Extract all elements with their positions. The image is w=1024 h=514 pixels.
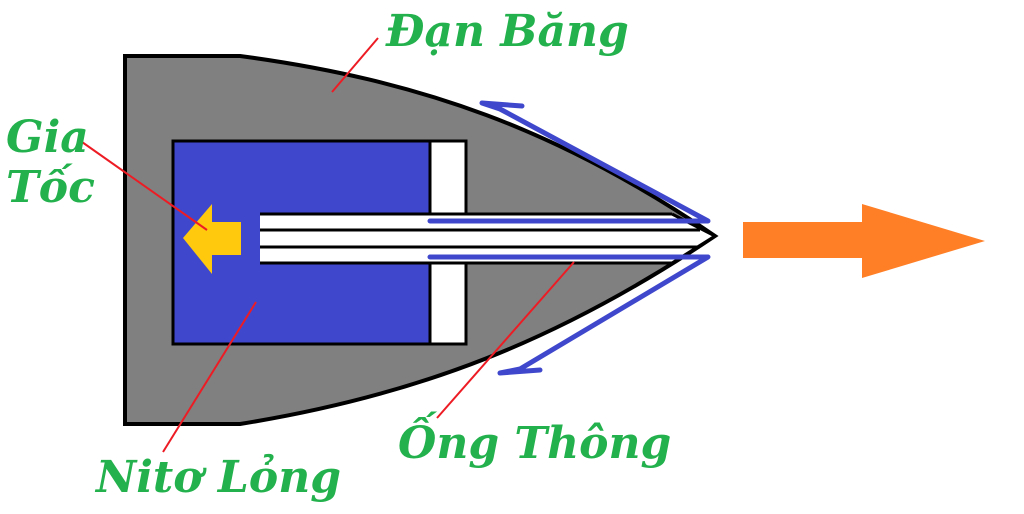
- lower-flow-arrow: [427, 254, 711, 376]
- vent-tube: [260, 214, 715, 263]
- label-vent-tube: Ống Thông: [398, 410, 671, 469]
- label-liquid-nitrogen: Nitơ Lỏng: [94, 452, 341, 503]
- leader-line-nitrogen: [162, 301, 257, 453]
- leader-lines: [81, 37, 575, 453]
- upper-flow-arrow: [427, 100, 711, 224]
- acceleration-arrow: [183, 204, 241, 274]
- bullet-motion-arrow: [743, 204, 985, 278]
- label-acceleration-line1: Gia: [6, 112, 89, 163]
- leader-line-vent-tube: [436, 261, 575, 419]
- labels: Đạn Băng Gia Tốc Nitơ Lỏng Ống Thông: [6, 6, 671, 503]
- label-acceleration-line2: Tốc: [6, 162, 95, 213]
- leader-line-acceleration: [81, 141, 208, 231]
- label-ice-bullet: Đạn Băng: [385, 6, 629, 57]
- gas-flow-arrows: [427, 100, 711, 376]
- leader-line-bullet: [331, 37, 379, 93]
